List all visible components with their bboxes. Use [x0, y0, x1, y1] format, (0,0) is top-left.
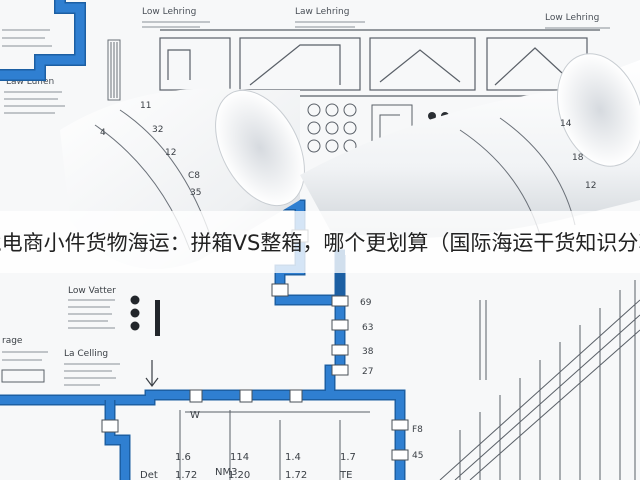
- scale-label-2: 32: [152, 125, 163, 135]
- bottom-label-2: 114: [230, 452, 249, 463]
- left-column-strip: [107, 39, 121, 101]
- pipe-label-6: 45: [412, 451, 423, 461]
- scale-label-9: 12: [585, 181, 596, 191]
- bottom-label-8: Det: [140, 470, 158, 480]
- left-label-1: Law Lufien: [6, 77, 54, 87]
- top-label-3: Low Lehring: [545, 13, 599, 23]
- caption-band: 跨境电商小件货物海运：拼箱VS整箱，哪个更划算（国际海运干货知识分享）: [0, 211, 640, 273]
- bottom-label-6: 1.20: [228, 470, 250, 480]
- pipe-label-5: F8: [412, 425, 423, 435]
- top-label-1: Low Lehring: [142, 7, 196, 17]
- scale-label-5: C8: [188, 171, 200, 181]
- down-arrow-icon: [145, 360, 159, 387]
- left-label-4: La Celling: [64, 349, 108, 359]
- scale-label-6: 35: [190, 188, 201, 198]
- caption-title: 跨境电商小件货物海运：拼箱VS整箱，哪个更划算（国际海运干货知识分享）: [0, 231, 640, 255]
- pipe-top-left: [0, 0, 86, 81]
- railing-lattice: [439, 280, 640, 480]
- left-label-3: rage: [2, 336, 23, 346]
- pipe-label-1: 69: [360, 298, 372, 308]
- bottom-label-10: TE: [339, 470, 352, 480]
- bottom-label-5: 1.72: [175, 470, 197, 480]
- pipe-label-2: 63: [362, 323, 373, 333]
- bottom-label-3: 1.4: [285, 452, 301, 463]
- paper-roll-right: 14 18 12: [300, 53, 640, 238]
- scale-label-1: 11: [140, 101, 151, 111]
- top-label-2: Law Lehring: [295, 7, 349, 17]
- legend-dots: [130, 295, 140, 331]
- scale-label-4: 12: [165, 148, 176, 158]
- scale-label-8: 18: [572, 153, 584, 163]
- scale-label-7: 14: [560, 119, 572, 129]
- bottom-label-w: W: [190, 410, 200, 421]
- scale-label-3: 4: [100, 128, 106, 138]
- bottom-label-4: 1.7: [340, 452, 356, 463]
- bottom-label-7: 1.72: [285, 470, 307, 480]
- left-label-2: Low Vatter: [68, 286, 116, 296]
- bottom-label-9: NM3: [215, 467, 237, 478]
- bottom-table: [179, 410, 370, 480]
- bottom-label-1: 1.6: [175, 452, 191, 463]
- pipe-label-4: 27: [362, 367, 373, 377]
- legend-bar: [155, 300, 160, 336]
- pipe-label-3: 38: [362, 347, 374, 357]
